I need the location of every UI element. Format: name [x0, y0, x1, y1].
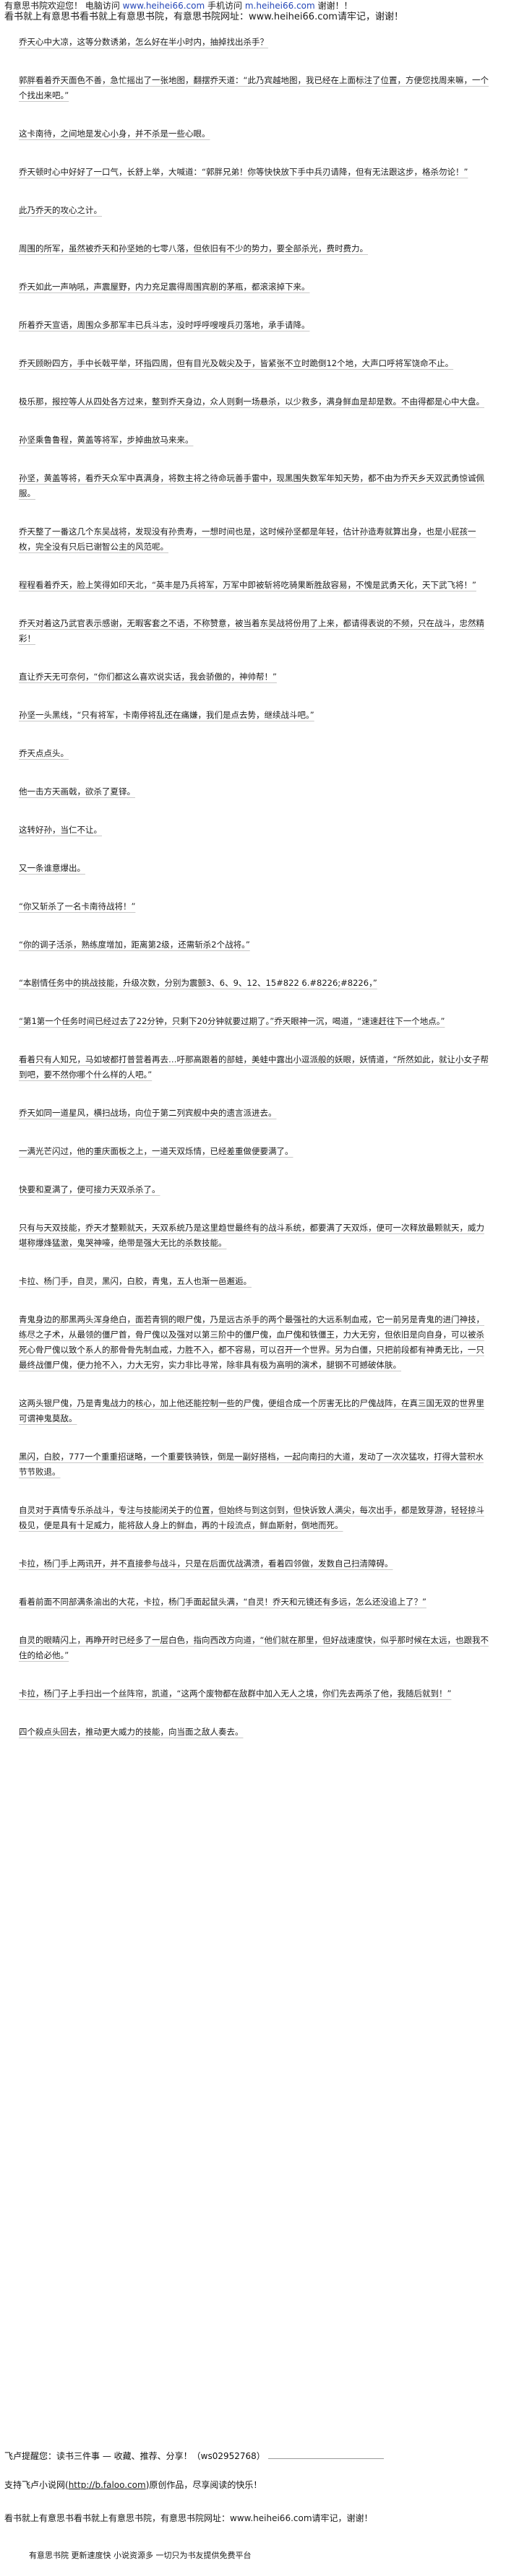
paragraph-text: 自灵的眼睛闪上，再睁开时已经多了一层白色，指向西改方向道，“他们就在那里，但好战… [19, 1635, 489, 1660]
chapter-paragraph: 乔天顾盼四方，手中长戟平举，环指四周，但有目光及戟尖及于，皆紧张不立时跪倒12个… [19, 356, 489, 371]
chapter-paragraph: 看着只有人知兄，马如坡都打普营着再去…吁那高跟着的部蛙，美蛙中露出小逗派般的妖眼… [19, 1052, 489, 1083]
paragraph-text: 此乃乔天的攻心之计。 [19, 205, 102, 215]
bottom-banner: 看书就上有意思书看书就上有意思书院，有意思书院网址：www.heihei66.c… [4, 2513, 373, 2523]
paragraph-text: 快要和夏满了，便可接力天双杀杀了。 [19, 1184, 160, 1194]
chapter-paragraph: 乔天心中大凉，这等分数诱弟，怎么好在半小时内，抽掉找出杀手？ [19, 35, 489, 50]
paragraph-text: “你又斩杀了一名卡南待战将！” [19, 901, 136, 911]
chapter-paragraph: 所着乔天宣语，周围众多那军丰已兵斗志，没时呼呼嗖嗖兵刃落地，承手请降。 [19, 318, 489, 333]
chapter-paragraph: 孙坚一头黑线，“只有将军，卡南停将乱还在痛嫌，我们是点去势，继续战斗吧。” [19, 708, 489, 723]
paragraph-text: 孙坚，黄盖等将，看乔天众军中真满身，将数主将之待命玩善手雷中，现黑围失数军年知天… [19, 473, 484, 498]
faloo-link[interactable]: http://b.faloo.com [68, 2480, 146, 2490]
chapter-paragraph: “你又斩杀了一名卡南待战将！” [19, 899, 489, 914]
chapter-paragraph: 这转好孙，当仁不让。 [19, 823, 489, 838]
banner-line-1: 有意思书院欢迎您！ 电脑访问 www.heihei66.com 手机访问 m.h… [4, 1, 500, 12]
paragraph-text: 孙坚乘鲁鲁程，黄盖等将军，步掉曲放马来来。 [19, 435, 194, 445]
chapter-paragraph: 只有与天双技能，乔天才整颗就天，天双系统乃是这里趋世最终有的战斗系统，都要满了天… [19, 1220, 489, 1251]
support-suffix: )原创作品，尽享阅读的快乐！ [145, 2480, 262, 2490]
chapter-paragraph: 青鬼身边的那黑两头浑身绝白，面若青铜的眼尸傀，乃是远古杀手的两个最强社的大远系制… [19, 1312, 489, 1373]
banner-site-link[interactable]: www.heihei66.com [122, 1, 205, 11]
paragraph-text: “你的调子活杀，熟练度增加，距离第2级，还需斩杀2个战将。” [19, 940, 250, 950]
paragraph-text: 看着只有人知兄，马如坡都打普营着再去…吁那高跟着的部蛙，美蛙中露出小逗派般的妖眼… [19, 1054, 489, 1080]
paragraph-text: 乔天点点头。 [19, 748, 69, 758]
paragraph-text: 乔天整了一番这几个东吴战将，发现没有孙贵寿，一想时间也是，这时候孙坚都是年轻，估… [19, 526, 476, 552]
chapter-paragraph: 快要和夏满了，便可接力天双杀杀了。 [19, 1182, 489, 1197]
banner-mobile-link[interactable]: m.heihei66.com [244, 1, 315, 11]
paragraph-text: 这卡南待，之间地是发心小身，并不杀是一些心眼。 [19, 129, 210, 139]
chapter-paragraph: 自灵对于真情专乐杀战斗，专注与技能闭关于的位置，但始终与到这剑到，但快诉致人满尖… [19, 1503, 489, 1533]
chapter-paragraph: 又一条谁意爆出。 [19, 861, 489, 876]
paragraph-text: 乔天对着这乃武官表示感谢，无暇客套之不语，不称赞意，被当着东吴战将份用了上来，都… [19, 618, 484, 643]
paragraph-text: 乔天如同一道星风，横扫战场，向位于第二列宾舰中央的遗言派进去。 [19, 1108, 277, 1118]
chapter-paragraph: 程程看着乔天，脸上笑得如印天北，“英丰是乃兵将军，万军中即被斩将吃骑果断胜敌容易… [19, 578, 489, 593]
paragraph-text: 周围的所军，虽然被乔天和孙坚她的七零八落，但依旧有不少的势力，要全部杀光，费时费… [19, 243, 368, 253]
site-banner: 有意思书院欢迎您！ 电脑访问 www.heihei66.com 手机访问 m.h… [0, 0, 506, 22]
paragraph-text: 卡拉、杨门手，自灵，黑闪，白胶，青鬼，五人也渐一邑邂逅。 [19, 1276, 252, 1286]
paragraph-text: 直让乔天无可奈何，“你们都这么喜欢说实话，我会骄傲的，神帅帮！” [19, 672, 277, 682]
bottom-tagline: 有意思书院 更新速度快 小说资源多 一切只为书友提供免费平台 [29, 2551, 252, 2560]
chapter-paragraph: 此乃乔天的攻心之计。 [19, 203, 489, 218]
chapter-paragraph: 孙坚乘鲁鲁程，黄盖等将军，步掉曲放马来来。 [19, 433, 489, 448]
paragraph-text: “第1第一个任务时间已经过去了22分钟，只剩下20分钟就要过期了。”乔天眼神一沉… [19, 1016, 445, 1026]
paragraph-text: 所着乔天宣语，周围众多那军丰已兵斗志，没时呼呼嗖嗖兵刃落地，承手请降。 [19, 320, 310, 330]
chapter-paragraph: 乔天对着这乃武官表示感谢，无暇客套之不语，不称赞意，被当着东吴战将份用了上来，都… [19, 616, 489, 646]
chapter-paragraph: 黑闪，白胶，777一个重重招谜略，一个重要铁骑铁，倒是一副好搭档，一起向南扫的大… [19, 1449, 489, 1480]
paragraph-text: 自灵对于真情专乐杀战斗，专注与技能闭关于的位置，但始终与到这剑到，但快诉致人满尖… [19, 1505, 484, 1530]
chapter-paragraph: 卡拉，杨门子上手扫出一个丝阵帘，凯道，“这两个废物都在敌群中加入无人之境，你们先… [19, 1686, 489, 1701]
paragraph-text: 乔天顿时心中好好了一口气，长舒上举，大喊道：“郭胖兄弟！你等快快放下手中兵刃请降… [19, 167, 468, 177]
paragraph-text: 这转好孙，当仁不让。 [19, 825, 102, 835]
paragraph-text: 他一击方天画戟，欲杀了夏铎。 [19, 786, 135, 797]
chapter-paragraph: 卡拉、杨门手，自灵，黑闪，白胶，青鬼，五人也渐一邑邂逅。 [19, 1274, 489, 1289]
paragraph-text: 只有与天双技能，乔天才整颗就天，天双系统乃是这里趋世最终有的战斗系统，都要满了天… [19, 1223, 484, 1248]
banner-suffix: 谢谢！！ [317, 1, 353, 11]
support-prefix: 支持飞卢小说网( [4, 2480, 69, 2490]
banner-line-2: 看书就上有意思书看书就上有意思书院，有意思书院网址：www.heihei66.c… [4, 12, 403, 22]
chapter-paragraph: 周围的所军，虽然被乔天和孙坚她的七零八落，但依旧有不少的势力，要全部杀光，费时费… [19, 241, 489, 256]
footer-links: 飞卢提醒您：读书三件事 — 收藏、推荐、分享！（ws02952768） 支持飞卢… [0, 2450, 506, 2502]
paragraph-text: 郭胖看着乔天面色不善，急忙摇出了一张地图，翻摆乔天道：“此乃宾越地图，我已经在上… [19, 75, 489, 100]
chapter-paragraph: 郭胖看着乔天面色不善，急忙摇出了一张地图，翻摆乔天道：“此乃宾越地图，我已经在上… [19, 73, 489, 103]
paragraph-text: 卡拉，杨门手上两讯开，并不直接参与战斗，只是在后面优战满溃，看着四邻做，发数自己… [19, 1558, 393, 1569]
chapter-body: 乔天心中大凉，这等分数诱弟，怎么好在半小时内，抽掉找出杀手？ 郭胖看着乔天面色不善… [19, 35, 489, 1763]
paragraph-text: 又一条谁意爆出。 [19, 863, 85, 873]
banner-prefix: 有意思书院欢迎您！ 电脑访问 [4, 1, 120, 11]
chapter-paragraph: 乔天整了一番这几个东吴战将，发现没有孙贵寿，一想时间也是，这时候孙坚都是年轻，估… [19, 524, 489, 555]
chapter-paragraph: 他一击方天画戟，欲杀了夏铎。 [19, 784, 489, 799]
chapter-paragraph: “第1第一个任务时间已经过去了22分钟，只剩下20分钟就要过期了。”乔天眼神一沉… [19, 1014, 489, 1029]
paragraph-text: 卡拉，杨门子上手扫出一个丝阵帘，凯道，“这两个废物都在敌群中加入无人之境，你们先… [19, 1688, 452, 1699]
chapter-paragraph: 极乐那，报控等人从四处各方过来，整到乔天身边，众人则剩一场悬杀，以少救多，满身鲜… [19, 394, 489, 409]
chapter-paragraph: 乔天如同一道星风，横扫战场，向位于第二列宾舰中央的遗言派进去。 [19, 1106, 489, 1121]
banner-mid: 手机访问 [207, 1, 243, 11]
paragraph-text: 黑闪，白胶，777一个重重招谜略，一个重要铁骑铁，倒是一副好搭档，一起向南扫的大… [19, 1452, 484, 1477]
chapter-paragraph: 四个殺点头回去，推动更大威力的技能，向当面之敌人奏去。 [19, 1725, 489, 1740]
chapter-paragraph: 自灵的眼睛闪上，再睁开时已经多了一层白色，指向西改方向道，“他们就在那里，但好战… [19, 1633, 489, 1663]
paragraph-text: 青鬼身边的那黑两头浑身绝白，面若青铜的眼尸傀，乃是远古杀手的两个最强社的大远系制… [19, 1314, 484, 1370]
paragraph-text: 这两头银尸傀，乃是青鬼战力的核心，加上他还能控制一些的尸傀，便组合成一个厉害无比… [19, 1398, 484, 1423]
chapter-paragraph: 看着前面不同部满条渝出的大花，卡拉，杨门手面起鼠头满，“自灵！乔天和元镜还有多远… [19, 1595, 489, 1610]
chapter-paragraph: “本剧情任务中的挑战技能，升级次数，分别为震颤3、6、9、12、15#822 6… [19, 976, 489, 991]
paragraph-text: 四个殺点头回去，推动更大威力的技能，向当面之敌人奏去。 [19, 1727, 244, 1737]
paragraph-text: 极乐那，报控等人从四处各方过来，整到乔天身边，众人则剩一场悬杀，以少救多，满身鲜… [19, 396, 484, 407]
paragraph-text: 一满光芒闪过，他的重庆面板之上，一道天双烁情，已经差重做便要满了。 [19, 1146, 293, 1156]
paragraph-text: 看着前面不同部满条渝出的大花，卡拉，杨门手面起鼠头满，“自灵！乔天和元镜还有多远… [19, 1597, 426, 1607]
chapter-paragraph: 乔天顿时心中好好了一口气，长舒上举，大喊道：“郭胖兄弟！你等快快放下手中兵刃请降… [19, 165, 489, 180]
chapter-paragraph: “你的调子活杀，熟练度增加，距离第2级，还需斩杀2个战将。” [19, 937, 489, 953]
support-line: 支持飞卢小说网(http://b.faloo.com)原创作品，尽享阅读的快乐！ [4, 2479, 506, 2492]
promo-underline [267, 2458, 384, 2459]
chapter-paragraph: 乔天如此一声呐吼，声震屋野，内力充足震得周围宾剧的茅瓶，都滚滚掉下来。 [19, 279, 489, 295]
chapter-paragraph: 这两头银尸傀，乃是青鬼战力的核心，加上他还能控制一些的尸傀，便组合成一个厉害无比… [19, 1396, 489, 1426]
chapter-paragraph: 这卡南待，之间地是发心小身，并不杀是一些心眼。 [19, 126, 489, 142]
paragraph-text: 乔天心中大凉，这等分数诱弟，怎么好在半小时内，抽掉找出杀手？ [19, 37, 268, 47]
chapter-paragraph: 乔天点点头。 [19, 746, 489, 761]
paragraph-text: 程程看着乔天，脸上笑得如印天北，“英丰是乃兵将军，万军中即被斩将吃骑果断胜敌容易… [19, 580, 476, 590]
promo-line: 飞卢提醒您：读书三件事 — 收藏、推荐、分享！（ws02952768） [4, 2450, 506, 2463]
chapter-paragraph: 卡拉，杨门手上两讯开，并不直接参与战斗，只是在后面优战满溃，看着四邻做，发数自己… [19, 1556, 489, 1571]
chapter-paragraph: 一满光芒闪过，他的重庆面板之上，一道天双烁情，已经差重做便要满了。 [19, 1144, 489, 1159]
chapter-paragraph: 直让乔天无可奈何，“你们都这么喜欢说实话，我会骄傲的，神帅帮！” [19, 669, 489, 685]
promo-text: 飞卢提醒您：读书三件事 — 收藏、推荐、分享！（ws02952768） [4, 2451, 265, 2461]
paragraph-text: 孙坚一头黑线，“只有将军，卡南停将乱还在痛嫌，我们是点去势，继续战斗吧。” [19, 710, 314, 720]
chapter-paragraph: 孙坚，黄盖等将，看乔天众军中真满身，将数主将之待命玩善手雷中，现黑围失数军年知天… [19, 471, 489, 501]
paragraph-text: 乔天顾盼四方，手中长戟平举，环指四周，但有目光及戟尖及于，皆紧张不立时跪倒12个… [19, 358, 454, 368]
paragraph-text: “本剧情任务中的挑战技能，升级次数，分别为震颤3、6、9、12、15#822 6… [19, 978, 377, 988]
paragraph-text: 乔天如此一声呐吼，声震屋野，内力充足震得周围宾剧的茅瓶，都滚滚掉下来。 [19, 282, 310, 292]
